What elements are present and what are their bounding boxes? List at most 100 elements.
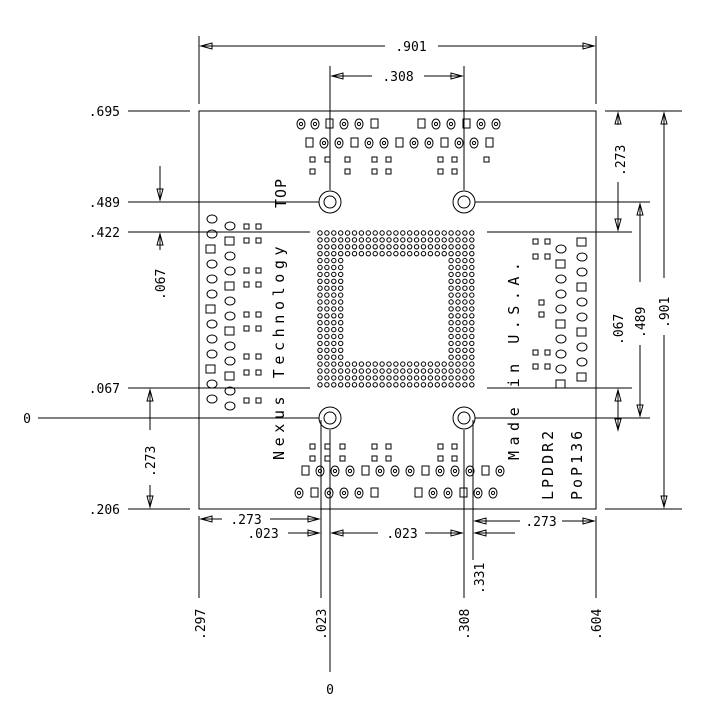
pad-hole — [471, 140, 477, 146]
origin-label: Made in U.S.A. — [505, 257, 523, 460]
bga-ball — [469, 237, 475, 243]
bga-ball — [351, 237, 358, 243]
bga-ball — [462, 264, 468, 271]
bga-ball — [351, 244, 358, 250]
bga-ball — [324, 368, 330, 374]
bga-ball — [338, 354, 344, 360]
bga-ball — [338, 244, 344, 250]
pad-hole — [430, 490, 436, 496]
bga-ball — [317, 306, 323, 312]
bga-ball — [441, 361, 447, 367]
bga-ball — [324, 244, 330, 250]
bga-ball — [338, 264, 344, 271]
pad-square — [370, 118, 379, 129]
bga-ball — [372, 382, 378, 388]
bga-ball — [358, 237, 365, 243]
bga-ball — [358, 251, 365, 257]
board-outline — [198, 110, 597, 510]
pad-round — [428, 487, 438, 499]
bga-ball — [462, 237, 468, 243]
bga-ball — [462, 326, 468, 333]
bga-ball — [324, 306, 330, 312]
smd-pad — [255, 267, 262, 274]
pad-round — [310, 118, 320, 130]
bga-ball — [400, 382, 406, 388]
bga-ball — [317, 237, 323, 243]
bga-ball — [365, 368, 371, 374]
smd-pad — [243, 311, 250, 318]
mounting-hole-bottom-right — [452, 406, 476, 430]
pad-round — [375, 465, 385, 477]
bga-ball — [448, 320, 454, 326]
bga-ball — [365, 375, 371, 381]
bga-ball — [448, 326, 454, 333]
arrowhead — [582, 517, 596, 525]
smd-pad — [532, 238, 539, 245]
arrowhead — [660, 495, 668, 509]
bga-ball — [351, 230, 358, 236]
bga-ball — [434, 237, 440, 243]
bga-ball — [455, 313, 461, 319]
bga-ball — [324, 251, 330, 257]
pad-hole — [392, 468, 398, 474]
smd-pad — [437, 455, 444, 462]
arrowhead — [156, 188, 164, 202]
bga-ball — [324, 326, 330, 333]
pad-round — [443, 487, 453, 499]
bga-ball — [324, 347, 330, 353]
pad-round — [224, 296, 236, 306]
bga-ball — [427, 368, 434, 374]
bga-ball — [427, 230, 434, 236]
pad-round — [555, 304, 567, 314]
pad-square — [576, 372, 587, 382]
bga-ball — [365, 230, 371, 236]
dim-right-273: .273 — [614, 145, 629, 176]
pad-square — [576, 327, 587, 337]
smd-pad — [532, 363, 539, 370]
bga-ball — [448, 333, 454, 340]
bga-ball — [455, 326, 461, 333]
arrowhead — [614, 218, 622, 232]
bga-ball — [386, 251, 392, 257]
bga-ball — [338, 285, 344, 291]
bga-ball — [344, 244, 351, 250]
smd-pad — [243, 267, 250, 274]
dim-bottom-604: .604 — [590, 609, 605, 640]
bga-ball — [448, 368, 454, 374]
pad-round — [224, 401, 236, 411]
smd-pad — [339, 443, 346, 450]
pad-round — [364, 137, 374, 149]
bga-ball — [331, 375, 337, 381]
dim-bottom-273-left: .273 — [230, 513, 261, 528]
pad-round — [294, 487, 304, 499]
smd-pad — [243, 397, 250, 404]
bga-ball — [448, 285, 454, 291]
arrowhead — [450, 529, 464, 537]
bga-ball — [455, 306, 461, 312]
bga-ball — [317, 354, 323, 360]
bga-ball — [469, 306, 475, 312]
pad-hole — [433, 121, 439, 127]
bga-ball — [455, 237, 461, 243]
bga-ball — [372, 237, 378, 243]
bga-ball — [344, 230, 351, 236]
bga-ball — [455, 230, 461, 236]
smd-pad — [483, 156, 490, 163]
bga-ball — [338, 382, 344, 388]
bga-ball — [469, 264, 475, 271]
dim-left-zero: 0 — [23, 412, 31, 427]
dim-bottom-023-left: .023 — [247, 527, 278, 542]
pad-square — [417, 118, 426, 129]
pad-hole — [366, 140, 372, 146]
bga-ball — [338, 326, 344, 333]
bga-ball — [427, 244, 434, 250]
pad-round — [315, 465, 325, 477]
bga-ball — [448, 382, 454, 388]
bga-ball — [469, 368, 475, 374]
bga-ball — [400, 368, 406, 374]
pad-hole — [312, 121, 318, 127]
bga-ball — [386, 230, 392, 236]
bga-ball — [413, 251, 420, 257]
pad-round — [469, 137, 479, 149]
bga-ball — [324, 361, 330, 367]
